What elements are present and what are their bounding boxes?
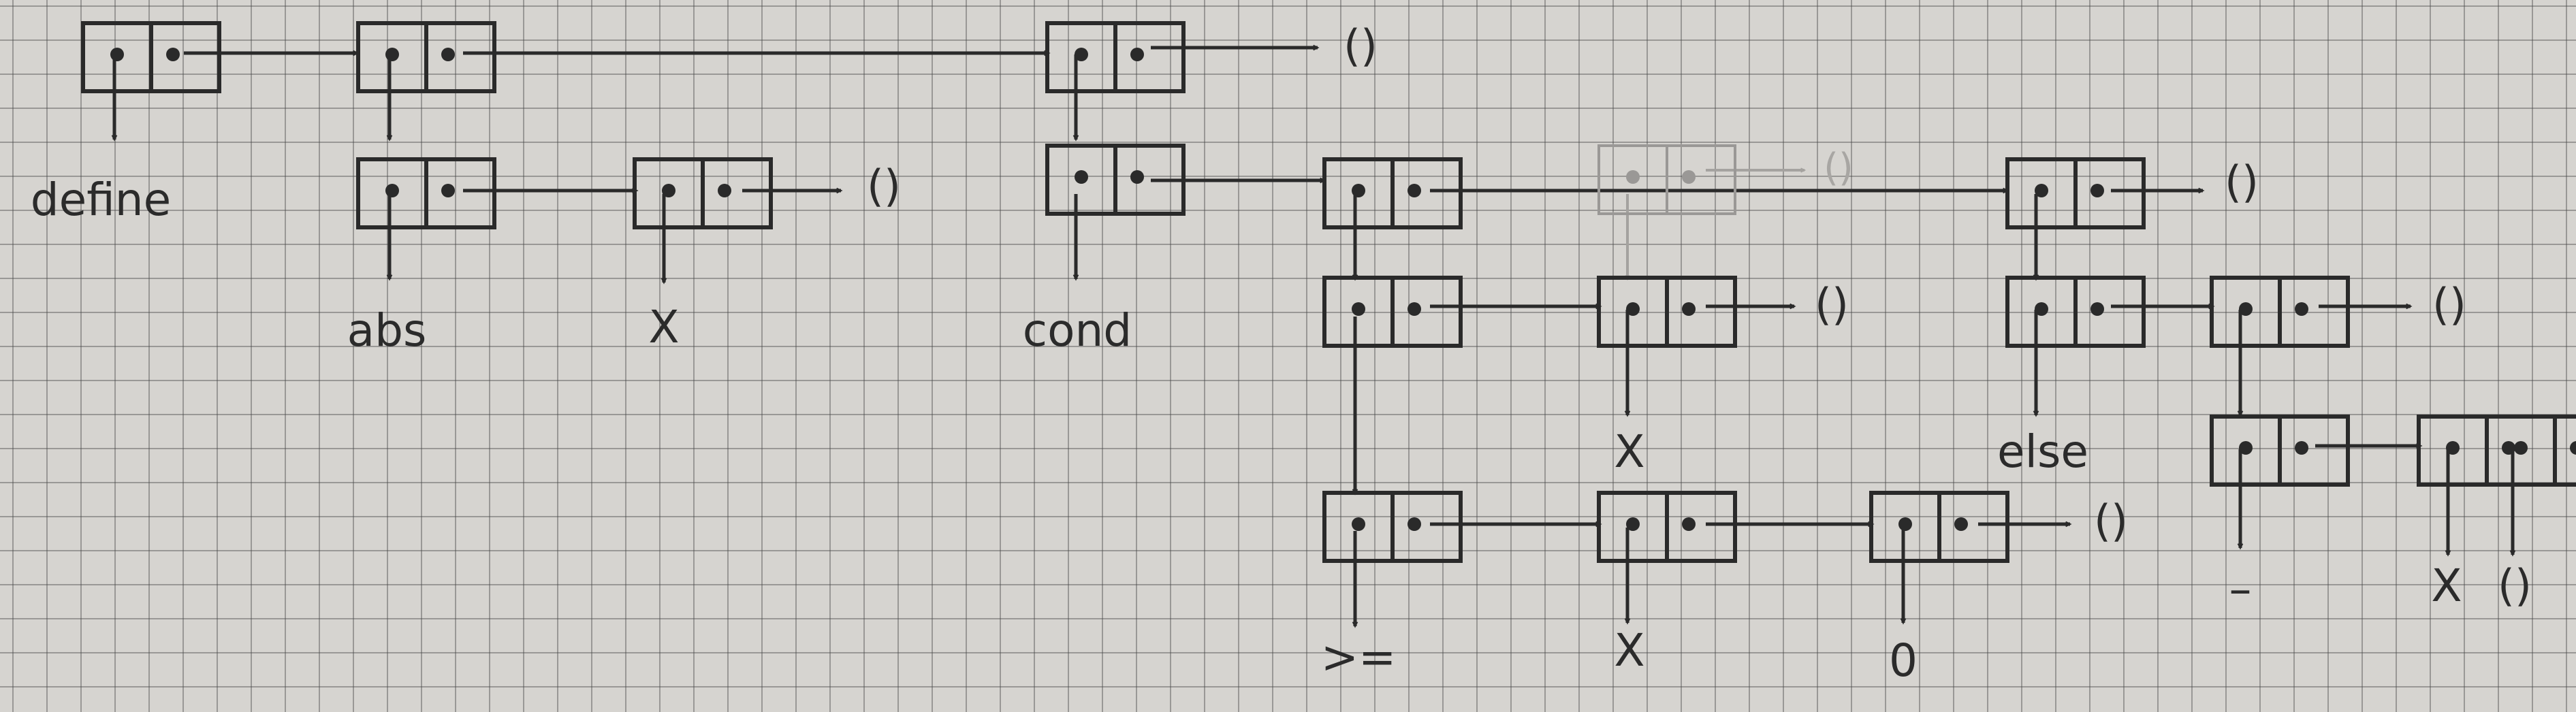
cons-cell-c11-car-pointer-dot (1352, 517, 1365, 531)
cons-cell-c2-cdr-pointer-dot (441, 48, 455, 61)
cons-cell-c9 (1322, 276, 1463, 348)
cons-cell-c15 (2210, 276, 2350, 348)
atom-nil-car: () (2498, 562, 2532, 612)
cons-cell-c1 (81, 21, 221, 93)
cons-cell-c6-cdr-box (1113, 144, 1186, 216)
cons-cell-c16 (2210, 415, 2350, 487)
cons-cell-c13-car-pointer-dot (1898, 517, 1912, 531)
cons-cell-c5-cdr-box (701, 157, 773, 229)
cons-cell-c1-car-pointer-dot (110, 48, 124, 61)
nil-label-ghost: () (1824, 146, 1854, 190)
cons-cell-c8 (2005, 157, 2146, 229)
atom-zero: 0 (1889, 634, 1918, 687)
cons-cell-c6-car-pointer-dot (1075, 170, 1088, 184)
cons-cell-c14-car-pointer-dot (2035, 302, 2048, 316)
pointer-arrows (111, 44, 2516, 628)
cons-cell-c4-cdr-box (424, 157, 496, 229)
cons-cells (81, 21, 2576, 563)
cons-cell-c16-cdr-pointer-dot (2295, 441, 2308, 455)
cons-cell-c5-car-pointer-dot (662, 184, 675, 197)
cons-cell-c1-cdr-box (149, 21, 221, 93)
cons-cell-c10 (1597, 276, 1737, 348)
cons-cell-c13-cdr-pointer-dot (1954, 517, 1968, 531)
cons-cell-c14-cdr-box (2073, 276, 2146, 348)
nil-label-5: () (2094, 497, 2128, 547)
cons-cell-c3-cdr-box (1113, 21, 1186, 93)
atom-x-cmp: X (1614, 624, 1644, 677)
cons-cell-c9-car-pointer-dot (1352, 302, 1365, 316)
atom-else: else (1997, 425, 2088, 478)
nil-label-1: () (1343, 22, 1378, 72)
nil-label-2: () (867, 162, 901, 212)
atom-labels: define abs X cond X >= X 0 else – X () (… (31, 22, 2532, 687)
atom-minus: – (2229, 563, 2252, 615)
cons-cell-c14-cdr-pointer-dot (2090, 302, 2104, 316)
cons-cell-c4 (356, 157, 496, 229)
cons-cell-c18 (2485, 415, 2576, 487)
cons-cell-c17-cdr-pointer-dot (2502, 441, 2515, 455)
cons-cell-c6-cdr-pointer-dot (1130, 170, 1144, 184)
cons-cell-c2-car-pointer-dot (385, 48, 399, 61)
cons-cell-c17-car-pointer-dot (2446, 441, 2460, 455)
cons-cell-c9-cdr-pointer-dot (1408, 302, 1421, 316)
cons-cell-c8-cdr-pointer-dot (2090, 184, 2104, 197)
cons-cell-c16-car-pointer-dot (2239, 441, 2253, 455)
cons-cell-c8-cdr-box (2073, 157, 2146, 229)
cons-cell-c11 (1322, 491, 1463, 563)
cons-cell-c15-cdr-pointer-dot (2295, 302, 2308, 316)
cons-cell-c7-cdr-pointer-dot (1408, 184, 1421, 197)
cons-cell-c12-car-pointer-dot (1626, 517, 1640, 531)
atom-define: define (31, 174, 172, 226)
cons-cell-c5 (633, 157, 773, 229)
cons-cell-c12-cdr-box (1665, 491, 1737, 563)
cons-cell-c5-cdr-pointer-dot (718, 184, 731, 197)
atom-cond: cond (1023, 304, 1132, 357)
cons-cell-g1 (1597, 144, 1736, 215)
cons-cell-c3-cdr-pointer-dot (1130, 48, 1144, 61)
cons-cell-c7-car-pointer-dot (1352, 184, 1365, 197)
cons-cell-c4-car-pointer-dot (385, 184, 399, 197)
cons-cell-c11-cdr-box (1390, 491, 1463, 563)
atom-x-neg: X (2431, 560, 2462, 612)
atom-x-param: X (648, 301, 679, 353)
cons-cell-c13 (1869, 491, 2009, 563)
cons-cell-g1-cdr-pointer-dot (1682, 170, 1696, 184)
cons-cell-c10-cdr-box (1665, 276, 1737, 348)
cons-cell-c15-car-pointer-dot (2239, 302, 2253, 316)
cons-cell-c9-cdr-box (1390, 276, 1463, 348)
cons-cell-c14 (2005, 276, 2146, 348)
cons-cell-c2-cdr-box (424, 21, 496, 93)
cons-cell-c11-cdr-pointer-dot (1408, 517, 1421, 531)
cons-cell-c7-cdr-box (1390, 157, 1463, 229)
cons-cell-c12-cdr-pointer-dot (1682, 517, 1696, 531)
cons-cell-c18-cdr-box (2553, 415, 2576, 487)
nil-label-3: () (2225, 158, 2259, 208)
nil-label-6: () (2432, 280, 2466, 331)
cons-cell-c12 (1597, 491, 1737, 563)
cons-cell-c16-cdr-box (2278, 415, 2350, 487)
cons-cell-c7 (1322, 157, 1463, 229)
cons-cell-c13-cdr-box (1937, 491, 2009, 563)
cons-cell-g1-car-pointer-dot (1626, 170, 1640, 184)
atom-gte: >= (1321, 631, 1397, 683)
cons-cell-c4-cdr-pointer-dot (441, 184, 455, 197)
cons-cell-c10-car-pointer-dot (1626, 302, 1640, 316)
cons-cell-c3 (1045, 21, 1186, 93)
atom-x-test: X (1614, 425, 1644, 478)
cons-cell-c6 (1045, 144, 1186, 216)
cons-cell-c10-cdr-pointer-dot (1682, 302, 1696, 316)
cons-cell-g1-cdr-box (1666, 144, 1736, 215)
nil-label-4: () (1815, 280, 1849, 331)
cons-cell-c1-cdr-pointer-dot (166, 48, 180, 61)
cons-cell-c2 (356, 21, 496, 93)
cons-cell-c15-cdr-box (2278, 276, 2350, 348)
cons-cell-c18-car-pointer-dot (2514, 441, 2528, 455)
cons-cell-c18-cdr-pointer-dot (2570, 441, 2576, 455)
cons-cell-c8-car-pointer-dot (2035, 184, 2048, 197)
cons-cell-c3-car-pointer-dot (1075, 48, 1088, 61)
atom-abs: abs (347, 304, 427, 357)
